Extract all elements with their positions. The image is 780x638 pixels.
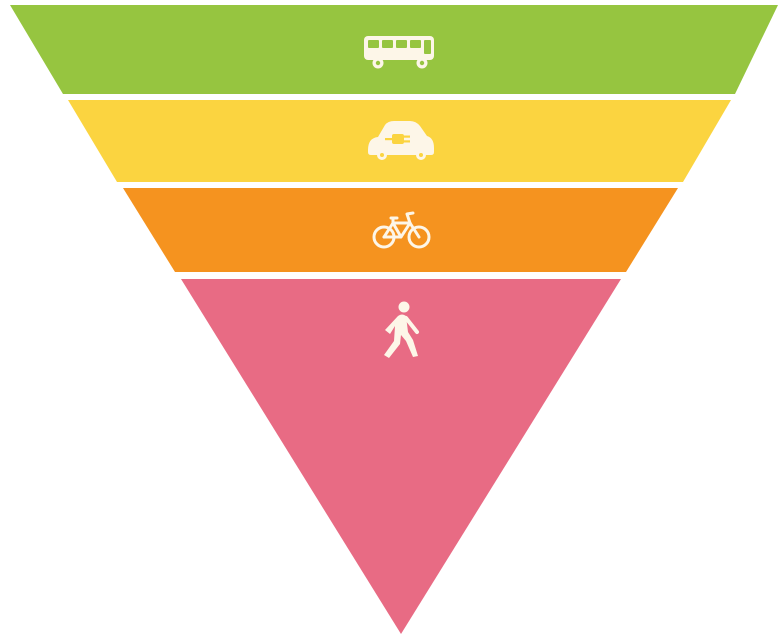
tier-bicycle: [123, 188, 678, 272]
bicycle-icon: [372, 211, 431, 249]
electric-car-icon: [368, 121, 434, 160]
bus-icon: [364, 36, 434, 69]
tier-walking: [181, 279, 621, 634]
pedestrian-icon: [384, 301, 419, 358]
